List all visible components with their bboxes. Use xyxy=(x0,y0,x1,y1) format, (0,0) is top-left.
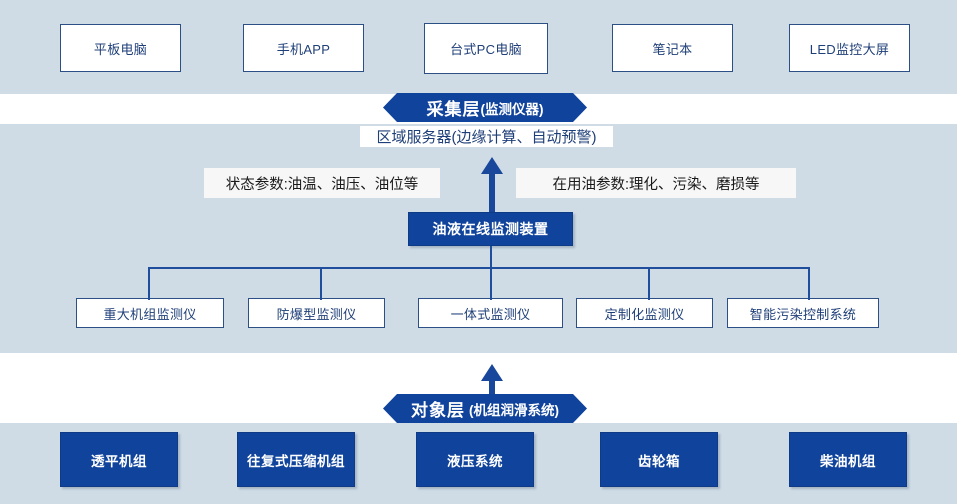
instrument-box-smart-contamination-control[interactable]: 智能污染控制系统 xyxy=(727,298,879,328)
regional-server-label: 区域服务器(边缘计算、自动预警) xyxy=(360,126,613,147)
object-box-gearbox[interactable]: 齿轮箱 xyxy=(600,432,718,487)
connector-stem xyxy=(490,246,492,268)
connector-drop-1 xyxy=(148,267,150,300)
arrow-shaft xyxy=(489,380,495,404)
terminal-box-mobile-app[interactable]: 手机APP xyxy=(243,24,364,72)
device-label: 油液在线监测装置 xyxy=(432,221,549,237)
instrument-box-major-unit-monitor[interactable]: 重大机组监测仪 xyxy=(76,298,224,328)
up-arrow-icon-to-collection xyxy=(481,157,503,212)
instrument-label: 重大机组监测仪 xyxy=(103,306,197,322)
terminal-box-led-screen[interactable]: LED监控大屏 xyxy=(789,24,910,72)
object-label: 柴油机组 xyxy=(820,453,876,469)
instrument-label: 智能污染控制系统 xyxy=(749,306,857,322)
oil-parameters-label: 在用油参数:理化、污染、磨损等 xyxy=(516,168,796,198)
terminal-label: LED监控大屏 xyxy=(809,41,890,57)
object-layer-banner: 对象层 (机组润滑系统) xyxy=(383,394,587,423)
terminal-label: 台式PC电脑 xyxy=(450,42,522,57)
connector-drop-2 xyxy=(320,267,322,300)
object-box-turbine-unit[interactable]: 透平机组 xyxy=(60,432,178,487)
connector-bus xyxy=(148,267,809,269)
connector-drop-5 xyxy=(808,267,810,300)
object-label: 往复式压缩机组 xyxy=(247,453,345,469)
terminal-box-laptop[interactable]: 笔记本 xyxy=(612,24,733,72)
regional-server-text: 区域服务器(边缘计算、自动预警) xyxy=(376,129,597,146)
instrument-box-integrated-monitor[interactable]: 一体式监测仪 xyxy=(418,298,563,328)
collection-layer-banner-title: 采集层 xyxy=(426,100,481,119)
object-label: 液压系统 xyxy=(447,453,503,469)
object-layer-banner-subtitle: (机组润滑系统) xyxy=(469,402,559,418)
online-oil-monitoring-device-box[interactable]: 油液在线监测装置 xyxy=(408,212,573,246)
terminal-box-desktop-pc[interactable]: 台式PC电脑 xyxy=(424,23,548,74)
status-parameters-text: 状态参数:油温、油压、油位等 xyxy=(225,176,419,193)
status-parameters-label: 状态参数:油温、油压、油位等 xyxy=(204,168,440,198)
terminal-label: 手机APP xyxy=(276,41,331,57)
collection-layer-banner-subtitle: (监测仪器) xyxy=(480,101,544,117)
terminal-label: 平板电脑 xyxy=(93,41,148,57)
arrow-shaft xyxy=(489,173,495,212)
up-arrow-icon-to-object xyxy=(481,364,503,404)
object-box-diesel-unit[interactable]: 柴油机组 xyxy=(789,432,907,487)
object-box-reciprocating-compressor[interactable]: 往复式压缩机组 xyxy=(237,432,355,487)
connector-drop-3 xyxy=(490,267,492,300)
terminal-box-tablet[interactable]: 平板电脑 xyxy=(60,24,181,72)
instrument-label: 定制化监测仪 xyxy=(604,306,685,322)
object-layer-banner-title: 对象层 xyxy=(411,401,465,420)
object-label: 齿轮箱 xyxy=(638,453,680,469)
instrument-box-explosion-proof-monitor[interactable]: 防爆型监测仪 xyxy=(248,298,385,328)
connector-drop-4 xyxy=(648,267,650,300)
oil-parameters-text: 在用油参数:理化、污染、磨损等 xyxy=(552,176,760,193)
object-box-hydraulic-system[interactable]: 液压系统 xyxy=(416,432,534,487)
collection-layer-banner: 采集层 (监测仪器) xyxy=(383,93,587,122)
instrument-box-customized-monitor[interactable]: 定制化监测仪 xyxy=(576,298,713,328)
object-label: 透平机组 xyxy=(91,453,147,469)
arrow-head xyxy=(481,364,503,381)
arrow-head xyxy=(481,157,503,174)
terminal-label: 笔记本 xyxy=(652,41,693,57)
instrument-label: 一体式监测仪 xyxy=(450,306,531,322)
instrument-label: 防爆型监测仪 xyxy=(276,306,357,322)
